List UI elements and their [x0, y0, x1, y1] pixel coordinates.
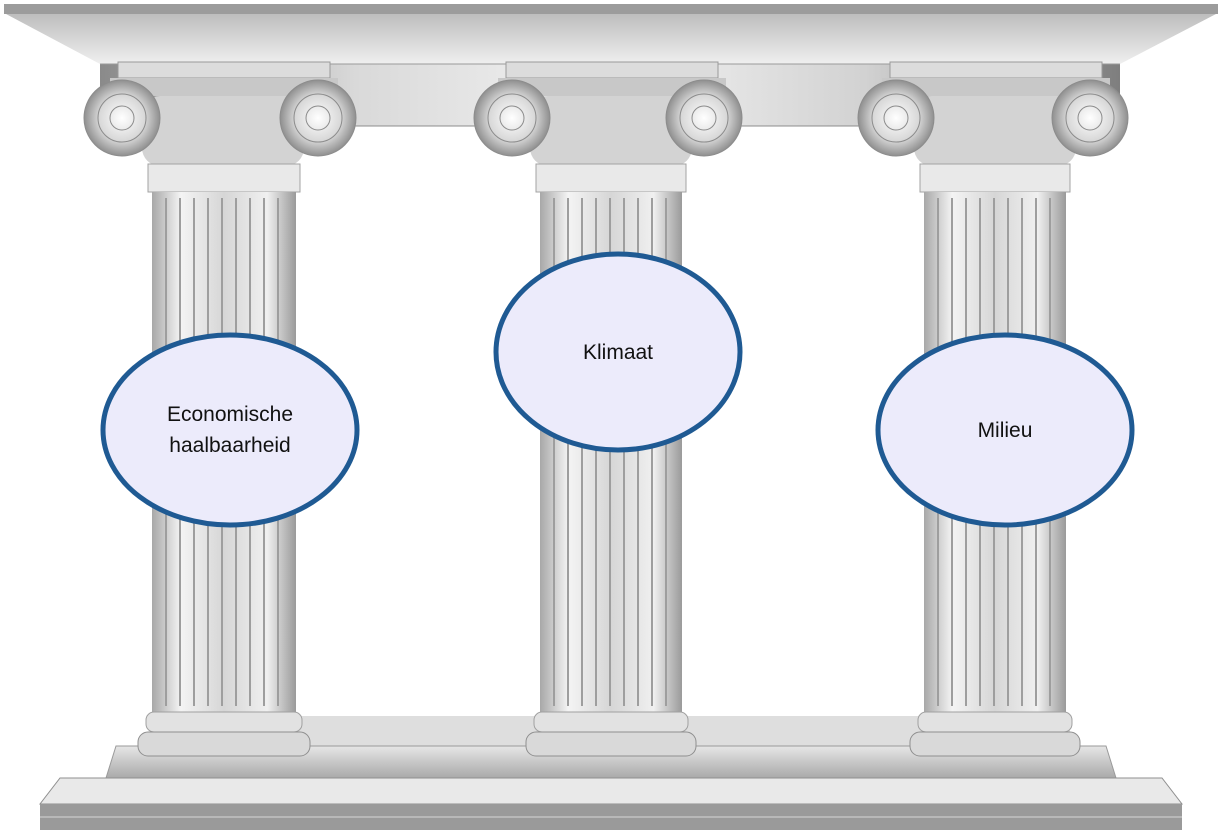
pillar-ellipse-environment [875, 332, 1135, 528]
pillar-ellipse-climate [493, 251, 743, 453]
pillar-label-environment: Milieu [977, 418, 1033, 442]
pillar-ellipse-economic [100, 332, 360, 528]
pillar-label-climate: Klimaat [582, 340, 654, 364]
pillar-label-economic: Economische haalbaarheid [166, 403, 294, 457]
